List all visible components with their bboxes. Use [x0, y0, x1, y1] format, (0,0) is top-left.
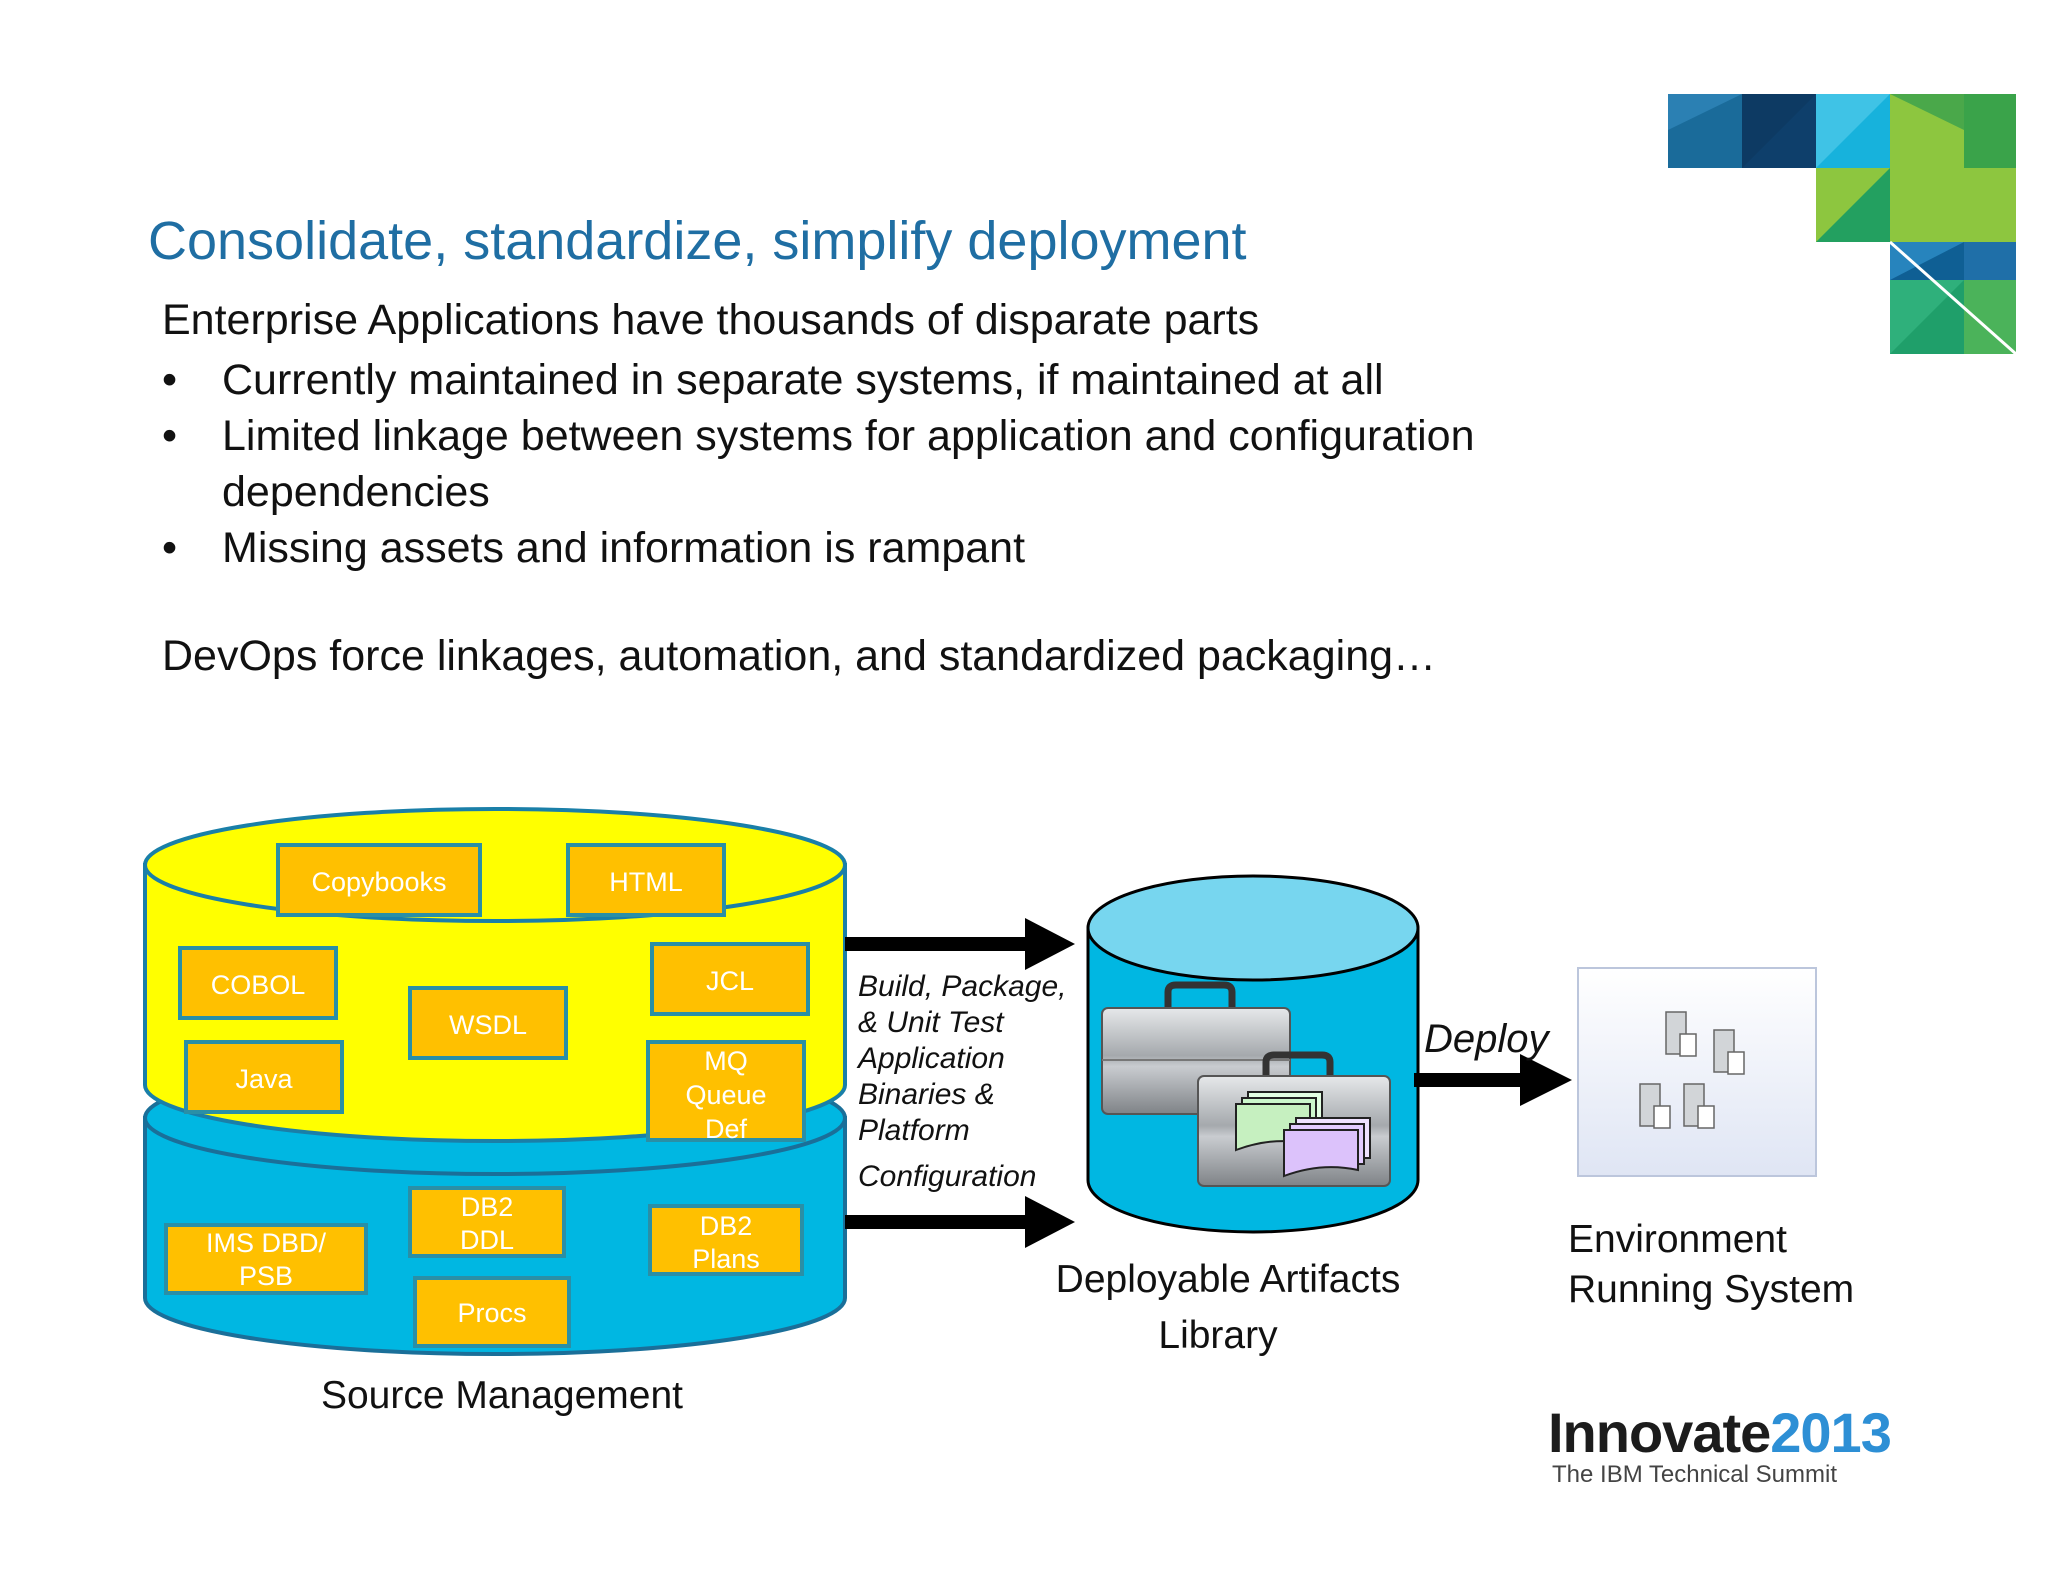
library-caption: Deployable Artifacts — [1056, 1258, 1401, 1301]
bullet-text: Missing assets and information is rampan… — [222, 524, 1026, 572]
intro-text: Enterprise Applications have thousands o… — [162, 296, 1260, 344]
component-box-db2ddl — [408, 1186, 566, 1258]
build-label: Platform — [858, 1114, 970, 1147]
box-label: Java — [235, 1064, 293, 1094]
component-box-html — [566, 843, 726, 917]
bullet-item: • Missing assets and information is rampa… — [162, 520, 1742, 576]
bullet-text: Currently maintained in separate systems… — [222, 356, 1384, 404]
box-label: Copybooks — [311, 867, 446, 897]
box-label: COBOL — [211, 970, 306, 1000]
build-arrow-lower — [845, 1196, 1075, 1248]
source-management-caption: Source Management — [321, 1374, 683, 1417]
server-icon — [1639, 1083, 1671, 1129]
bullet-list: • Currently maintained in separate system… — [162, 352, 1742, 576]
box-label: IMS DBD/ — [206, 1228, 327, 1258]
component-box-cobol — [178, 946, 338, 1020]
innovate-tagline: The IBM Technical Summit — [1552, 1461, 1837, 1488]
bullet-item: • Currently maintained in separate system… — [162, 352, 1742, 408]
component-box-wsdl — [408, 986, 568, 1060]
build-arrow-upper — [845, 918, 1075, 970]
bullet-dot: • — [162, 524, 178, 572]
document-stack-icon — [1283, 1117, 1371, 1178]
box-label: Def — [705, 1114, 748, 1144]
box-label: Queue — [685, 1080, 766, 1110]
component-box-jcl — [650, 942, 810, 1016]
component-box-db2plans — [648, 1204, 804, 1276]
build-label: Build, Package, — [858, 970, 1066, 1003]
box-label: Procs — [457, 1298, 526, 1328]
deploy-label: Deploy — [1424, 1017, 1552, 1061]
component-box-copybooks — [276, 843, 482, 917]
innovate-wordmark: Innovate2013 — [1548, 1401, 1891, 1464]
bullet-text: Limited linkage between systems for appl… — [222, 412, 1475, 516]
box-label: PSB — [239, 1261, 293, 1291]
component-box-java — [184, 1040, 344, 1114]
innovate-2013-logo: Innovate2013 The IBM Technical Summit — [1548, 1401, 1892, 1488]
library-caption: Library — [1158, 1314, 1278, 1357]
build-label: Configuration — [858, 1160, 1036, 1193]
environment-caption: Running System — [1568, 1268, 1854, 1311]
server-icon — [1665, 1011, 1697, 1057]
server-icon — [1713, 1029, 1745, 1075]
build-label: Application — [856, 1042, 1005, 1075]
component-box-mq — [646, 1040, 806, 1142]
server-icon — [1683, 1083, 1715, 1129]
bullet-dot: • — [162, 356, 178, 404]
ibm-mosaic-logo — [1668, 94, 2017, 356]
bullet-item: • Limited linkage between systems for app… — [162, 408, 1742, 520]
box-label: DB2 — [700, 1211, 753, 1241]
slide-title: Consolidate, standardize, simplify deplo… — [148, 211, 1247, 271]
box-label: MQ — [704, 1046, 748, 1076]
box-label: Plans — [692, 1244, 760, 1274]
deploy-arrow — [1414, 1054, 1572, 1106]
component-box-procs — [413, 1276, 571, 1348]
box-label: DB2 — [461, 1192, 514, 1222]
box-label: WSDL — [449, 1010, 527, 1040]
devops-text: DevOps force linkages, automation, and s… — [162, 632, 1437, 680]
environment-caption: Environment — [1568, 1218, 1787, 1261]
bullet-dot: • — [162, 412, 178, 460]
box-label: DDL — [460, 1225, 514, 1255]
build-label: Binaries & — [858, 1078, 995, 1111]
build-label: & Unit Test — [858, 1006, 1005, 1039]
environment-box — [1577, 967, 1817, 1177]
box-label: HTML — [609, 867, 683, 897]
box-label: JCL — [706, 966, 754, 996]
component-box-ims — [164, 1223, 368, 1295]
